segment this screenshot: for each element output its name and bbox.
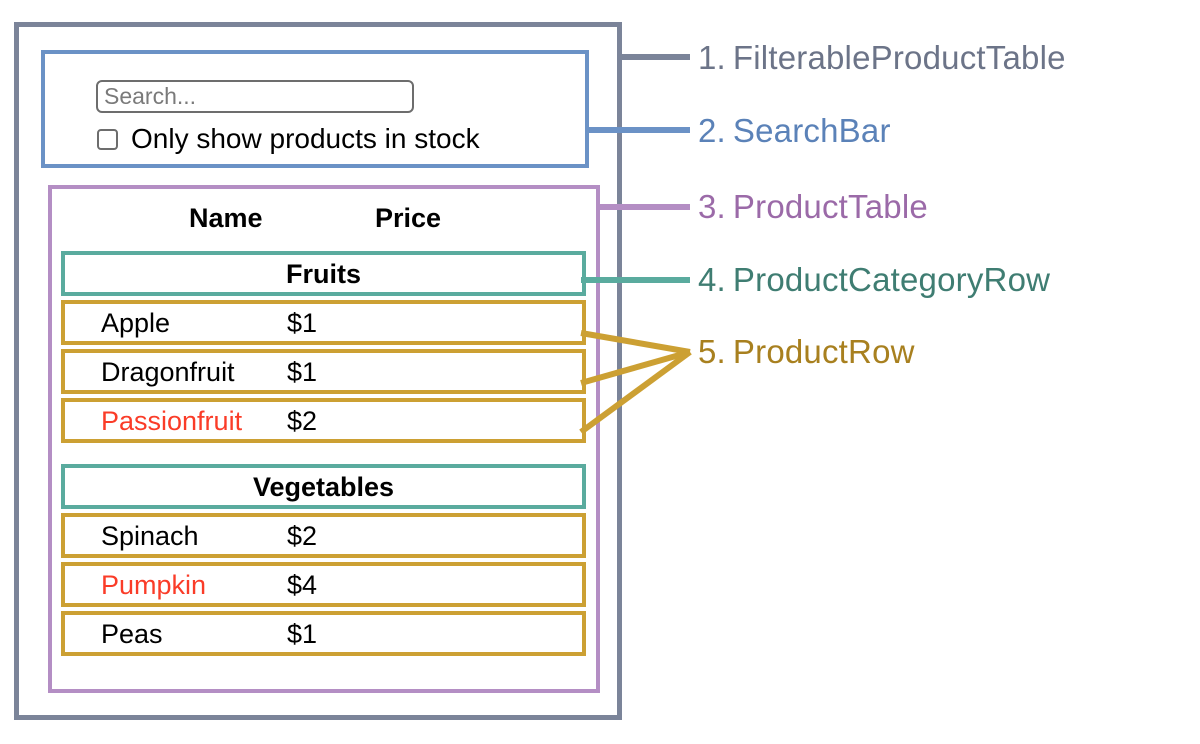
legend-item-search-bar: 2.SearchBar (698, 112, 891, 150)
legend: 1.FilterableProductTable 2.SearchBar 3.P… (698, 0, 1198, 744)
search-input[interactable]: Search... (96, 80, 414, 113)
product-name: Passionfruit (101, 405, 243, 436)
product-name: Spinach (101, 520, 199, 551)
product-price: $1 (287, 307, 318, 338)
legend-label: ProductCategoryRow (732, 261, 1051, 298)
product-category-row: Vegetables (61, 464, 586, 509)
column-header-name: Name (189, 203, 263, 233)
legend-label: ProductTable (732, 188, 928, 225)
product-price: $2 (287, 520, 318, 551)
product-price: $2 (287, 405, 318, 436)
legend-item-product-category-row: 4.ProductCategoryRow (698, 261, 1050, 299)
product-table-header: Name Price (52, 201, 596, 243)
product-row: Dragonfruit $1 (61, 349, 586, 394)
product-name: Apple (101, 307, 171, 338)
legend-item-product-row: 5.ProductRow (698, 333, 915, 371)
product-price: $4 (287, 569, 318, 600)
product-name: Dragonfruit (101, 356, 235, 387)
product-price: $1 (287, 618, 318, 649)
product-row: Spinach $2 (61, 513, 586, 558)
legend-label: SearchBar (732, 112, 891, 149)
checkbox-icon[interactable] (97, 128, 118, 150)
legend-number: 5. (698, 333, 726, 370)
product-name: Peas (101, 618, 163, 649)
legend-label: FilterableProductTable (732, 39, 1066, 76)
product-category-row: Fruits (61, 251, 586, 296)
column-header-price: Price (375, 203, 442, 233)
legend-item-product-table: 3.ProductTable (698, 188, 928, 226)
product-row: Peas $1 (61, 611, 586, 656)
legend-number: 3. (698, 188, 726, 225)
in-stock-checkbox-row[interactable]: Only show products in stock (97, 124, 480, 154)
search-bar-frame: Search... Only show products in stock (41, 50, 589, 168)
category-label: Vegetables (252, 471, 395, 502)
legend-number: 2. (698, 112, 726, 149)
category-label: Fruits (285, 258, 361, 289)
product-row: Pumpkin $4 (61, 562, 586, 607)
product-row: Passionfruit $2 (61, 398, 586, 443)
legend-label: ProductRow (732, 333, 915, 370)
legend-item-filterable-product-table: 1.FilterableProductTable (698, 39, 1066, 77)
product-price: $1 (287, 356, 318, 387)
in-stock-checkbox-label: Only show products in stock (131, 123, 480, 154)
product-name: Pumpkin (101, 569, 207, 600)
legend-number: 4. (698, 261, 726, 298)
legend-number: 1. (698, 39, 726, 76)
product-table-rows: Fruits Apple $1 Dragonfruit $1 Passionfr… (61, 251, 586, 660)
product-table-frame: Name Price Fruits Apple $1 Dragonfruit $… (48, 185, 600, 693)
product-row: Apple $1 (61, 300, 586, 345)
